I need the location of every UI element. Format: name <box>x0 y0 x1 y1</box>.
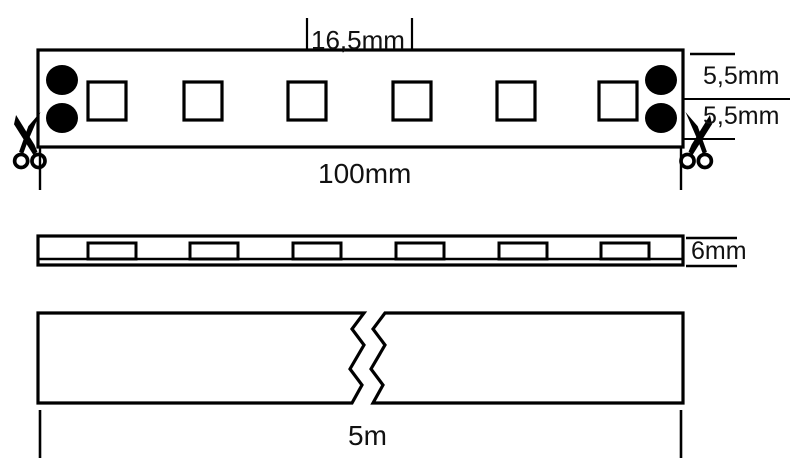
scissors-icon <box>679 112 714 170</box>
led-chip <box>86 80 128 122</box>
led-chip <box>495 80 537 122</box>
reel-view-group <box>36 311 685 458</box>
led-chip <box>597 80 639 122</box>
led-bump <box>394 241 446 261</box>
side-view-group <box>36 234 737 268</box>
dimension-label-led-pitch: 16,5mm <box>311 25 405 55</box>
width-dimension-lines <box>686 236 737 268</box>
scissors-icon <box>12 112 47 170</box>
led-bump <box>86 241 138 261</box>
led-bump <box>291 241 343 261</box>
solder-pad <box>46 65 78 95</box>
pad-dimension-lines <box>683 52 790 140</box>
solder-pad <box>645 65 677 95</box>
led-chip <box>182 80 224 122</box>
led-bumps-side-view <box>86 241 651 261</box>
led-chip <box>286 80 328 122</box>
dimension-label-strip-width: 6mm <box>691 237 747 265</box>
led-bump <box>497 241 549 261</box>
solder-pad <box>46 103 78 133</box>
led-squares-top-view <box>86 80 639 122</box>
top-view-strip-outline <box>36 48 685 149</box>
led-bump <box>188 241 240 261</box>
dimension-label-reel-length: 5m <box>348 420 387 451</box>
right-solder-pads <box>645 65 677 133</box>
dimension-label-pad-bottom: 5,5mm <box>703 102 780 130</box>
solder-pad <box>645 103 677 133</box>
reel-segment-left <box>36 311 368 405</box>
led-chip <box>391 80 433 122</box>
reel-segment-right <box>369 311 685 405</box>
dimension-label-cut-length: 100mm <box>318 158 412 189</box>
dimension-label-pad-top: 5,5mm <box>703 62 780 90</box>
top-view-group <box>12 18 790 190</box>
left-solder-pads <box>46 65 78 133</box>
led-bump <box>599 241 651 261</box>
reel-extension-lines <box>38 410 683 458</box>
